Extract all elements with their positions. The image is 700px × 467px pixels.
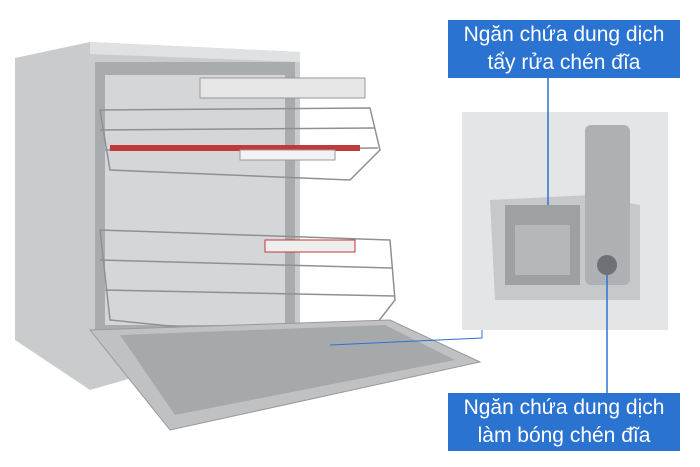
rinse-aid-dispenser-label: Ngăn chứa dung dịch làm bóng chén đĩa xyxy=(448,393,680,451)
label-line: Ngăn chứa dung dịch xyxy=(463,396,665,419)
detergent-dispenser-label: Ngăn chứa dung dịch tẩy rửa chén đĩa xyxy=(448,20,680,78)
label-line: Ngăn chứa dung dịch xyxy=(463,23,665,46)
leader-line xyxy=(329,330,483,346)
rinse-aid-compartment xyxy=(585,125,630,285)
label-line: tẩy rửa chén đĩa xyxy=(487,51,641,74)
label-line: làm bóng chén đĩa xyxy=(477,424,651,447)
